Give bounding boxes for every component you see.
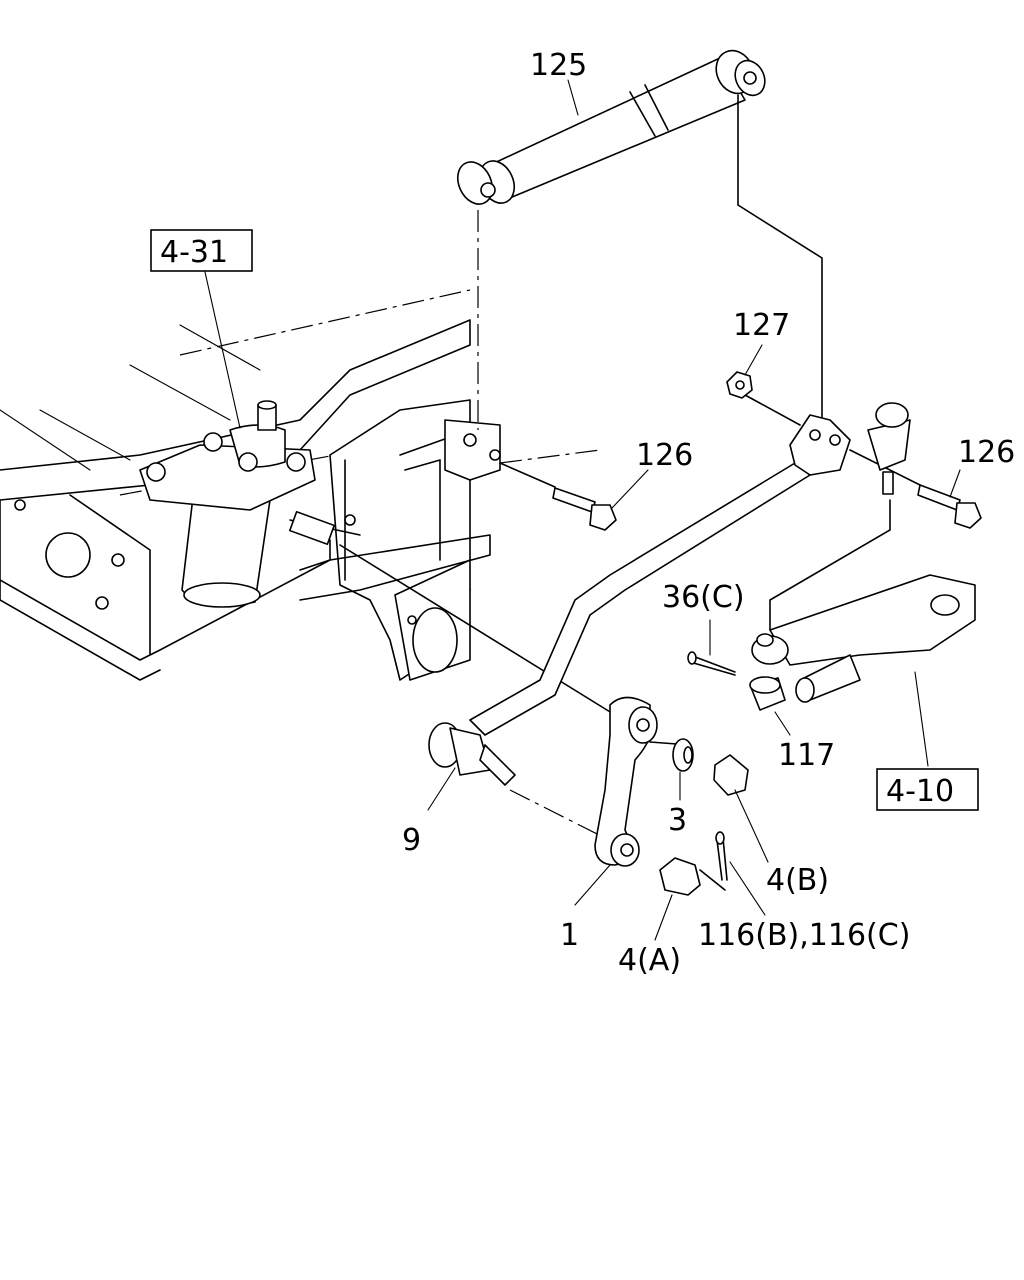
nut-127 [726, 371, 753, 399]
cotter-pin-116 [715, 831, 728, 881]
label-9: 9 [402, 823, 421, 858]
bolt-126-left [552, 487, 617, 531]
steering-gear-unit [139, 400, 361, 608]
label-125: 125 [530, 48, 587, 83]
callout-labels: 125 127 126 126 36(C) 117 9 3 4(B) 1 4(A… [402, 48, 1015, 978]
ref-box-4-31: 4-31 [150, 229, 253, 272]
label-3: 3 [668, 803, 687, 838]
label-116bc: 116(B),116(C) [698, 918, 910, 953]
washer-3 [672, 738, 694, 772]
shock-absorber-125 [456, 49, 766, 205]
knuckle-arm [751, 574, 976, 703]
bolt-126-right [917, 484, 982, 529]
ref-label-4-10: 4-10 [886, 774, 954, 809]
label-4b: 4(B) [766, 863, 829, 898]
label-127: 127 [733, 308, 790, 343]
leader-lines [204, 79, 961, 941]
ref-label-4-31: 4-31 [160, 235, 228, 270]
label-1: 1 [560, 918, 579, 953]
assembly-lines [339, 94, 921, 891]
label-126-right: 126 [958, 435, 1015, 470]
nut-4b [713, 754, 749, 796]
nut-4a [659, 857, 701, 896]
label-117: 117 [778, 738, 835, 773]
ref-box-4-10: 4-10 [876, 768, 979, 811]
cotter-pin-36c [687, 651, 736, 676]
label-36c: 36(C) [662, 580, 745, 615]
pitman-arm [594, 696, 658, 867]
label-126-left: 126 [636, 438, 693, 473]
castle-nut-117 [749, 676, 786, 711]
drag-link [469, 402, 911, 736]
label-4a: 4(A) [618, 943, 681, 978]
ball-joint-9 [428, 722, 516, 786]
